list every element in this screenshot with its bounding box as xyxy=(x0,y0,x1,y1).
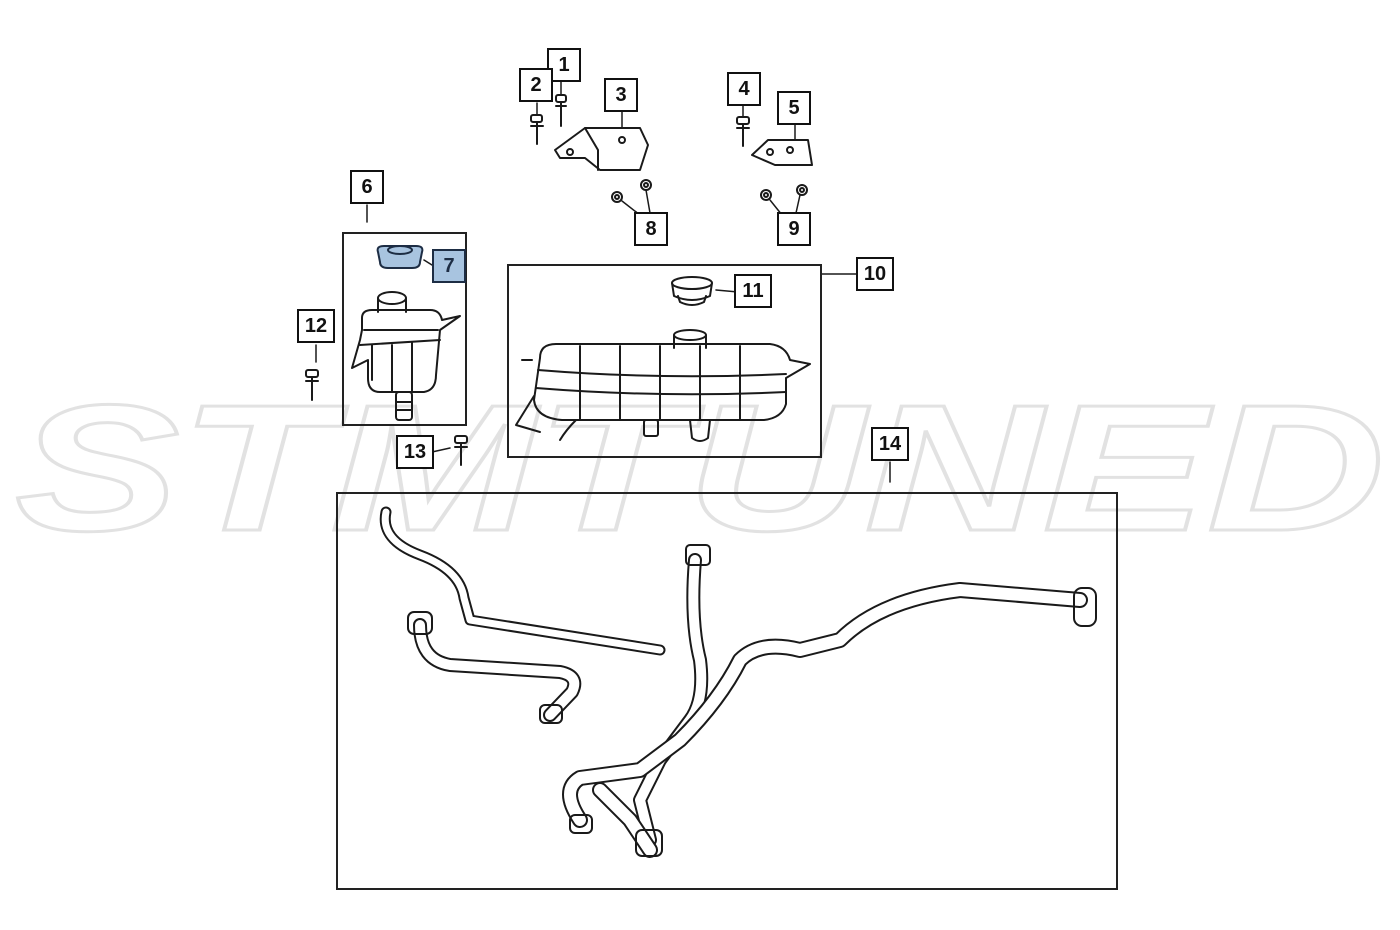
nut-part-9[interactable] xyxy=(760,184,808,216)
bracket-part-5[interactable] xyxy=(751,124,813,166)
cap-part-7[interactable] xyxy=(376,245,433,269)
callout-14[interactable]: 14 xyxy=(871,427,909,461)
callout-10[interactable]: 10 xyxy=(856,257,894,291)
callout-5[interactable]: 5 xyxy=(777,91,811,125)
bolt-part-12[interactable] xyxy=(305,344,319,401)
callout-4[interactable]: 4 xyxy=(727,72,761,106)
callout-12[interactable]: 12 xyxy=(297,309,335,343)
nut-part-8[interactable] xyxy=(611,179,652,216)
reservoir-part-6[interactable] xyxy=(351,291,461,421)
callout-7-selected[interactable]: 7 xyxy=(432,249,466,283)
callout-3[interactable]: 3 xyxy=(604,78,638,112)
callout-13[interactable]: 13 xyxy=(396,435,434,469)
bolt-part-1[interactable] xyxy=(555,79,567,127)
cap-part-11[interactable] xyxy=(671,276,739,306)
bracket-part-3[interactable] xyxy=(554,109,649,171)
bolt-part-4[interactable] xyxy=(736,103,750,147)
callout-8[interactable]: 8 xyxy=(634,212,668,246)
bolt-part-2[interactable] xyxy=(530,102,544,145)
callout-2[interactable]: 2 xyxy=(519,68,553,102)
callout-6[interactable]: 6 xyxy=(350,170,384,204)
bolt-part-13[interactable] xyxy=(431,435,468,466)
callout-11[interactable]: 11 xyxy=(734,274,772,308)
hose-part-14[interactable] xyxy=(379,461,1097,858)
callout-9[interactable]: 9 xyxy=(777,212,811,246)
tank-part-10[interactable] xyxy=(515,273,857,442)
